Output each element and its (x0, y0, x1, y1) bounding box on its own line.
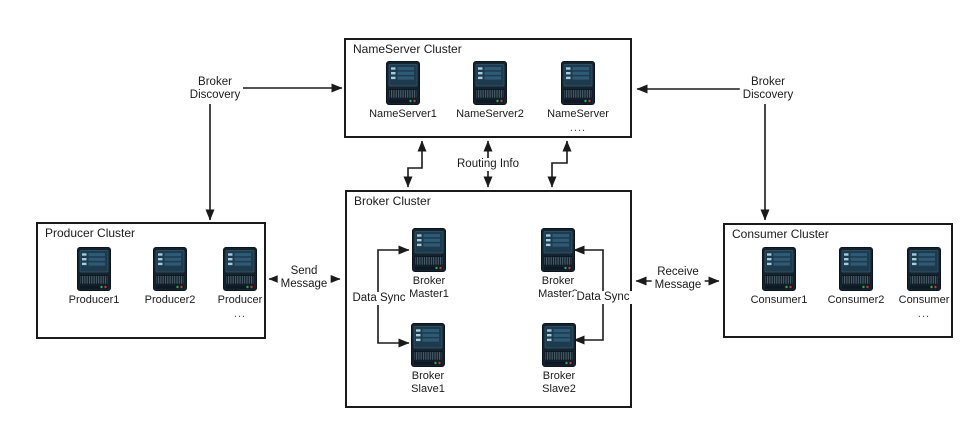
server-icon (223, 247, 257, 291)
server-icon (153, 247, 187, 291)
edge-label-data-sync-left: Data Sync (349, 292, 409, 305)
server-icon (542, 323, 576, 367)
server-icon (386, 61, 420, 105)
arrow-routing-info-right (547, 140, 572, 188)
node-broker-master1: Broker Master1 (389, 228, 469, 300)
server-icon (411, 323, 445, 367)
node-label: Broker Master2 (538, 275, 578, 300)
node-label: NameServer (547, 108, 609, 120)
node-label: Producer1 (68, 294, 120, 306)
server-icon (839, 247, 873, 291)
producer-cluster-title: Producer Cluster (45, 226, 136, 240)
server-icon (907, 247, 941, 291)
edge-label-broker-discovery-right: Broker Discovery (739, 76, 797, 102)
consumer-cluster-title: Consumer Cluster (732, 227, 829, 241)
edge-label-broker-discovery-left: Broker Discovery (186, 76, 244, 102)
server-icon (561, 61, 595, 105)
edge-label-receive-message: Receive Message (651, 266, 705, 292)
server-icon (473, 61, 507, 105)
node-label: NameServer2 (456, 108, 524, 120)
node-label: Producer2 (144, 294, 196, 306)
nameserver-cluster-box: NameServer Cluster NameServer1 NameServe… (344, 38, 632, 138)
producer-cluster-box: Producer Cluster Producer1 Producer2 Pro… (36, 222, 266, 339)
node-producer-more: Producer ... (200, 247, 280, 320)
more-nodes-ellipsis: .... (569, 121, 587, 134)
node-label: Broker Slave2 (542, 370, 576, 395)
more-nodes-ellipsis: ... (917, 307, 931, 320)
node-consumer1: Consumer1 (739, 247, 819, 307)
node-broker-slave2: Broker Slave2 (519, 323, 599, 395)
node-label: Consumer2 (827, 294, 885, 306)
node-consumer2: Consumer2 (816, 247, 896, 307)
node-broker-slave1: Broker Slave1 (388, 323, 468, 395)
server-icon (412, 228, 446, 272)
edge-label-send-message: Send Message (277, 265, 331, 291)
node-label: Broker Master1 (409, 275, 449, 300)
node-producer1: Producer1 (54, 247, 134, 307)
node-label: Consumer (898, 294, 950, 306)
node-nameserver2: NameServer2 (450, 61, 530, 121)
node-producer2: Producer2 (130, 247, 210, 307)
more-nodes-ellipsis: ... (233, 307, 247, 320)
node-label: NameServer1 (369, 108, 437, 120)
node-nameserver-more: NameServer .... (538, 61, 618, 134)
server-icon (541, 228, 575, 272)
broker-cluster-title: Broker Cluster (354, 194, 431, 208)
edge-label-data-sync-right: Data Sync (573, 291, 633, 304)
node-nameserver1: NameServer1 (363, 61, 443, 121)
node-label: Producer (217, 294, 263, 306)
consumer-cluster-box: Consumer Cluster Consumer1 Consumer2 Con… (723, 223, 953, 338)
node-broker-master2: Broker Master2 (518, 228, 598, 300)
nameserver-cluster-title: NameServer Cluster (353, 42, 462, 56)
node-label: Consumer1 (750, 294, 808, 306)
node-label: Broker Slave1 (411, 370, 445, 395)
edge-label-routing-info: Routing Info (453, 158, 523, 171)
server-icon (762, 247, 796, 291)
arrow-routing-info-left (403, 140, 427, 188)
node-consumer-more: Consumer ... (884, 247, 964, 320)
server-icon (77, 247, 111, 291)
